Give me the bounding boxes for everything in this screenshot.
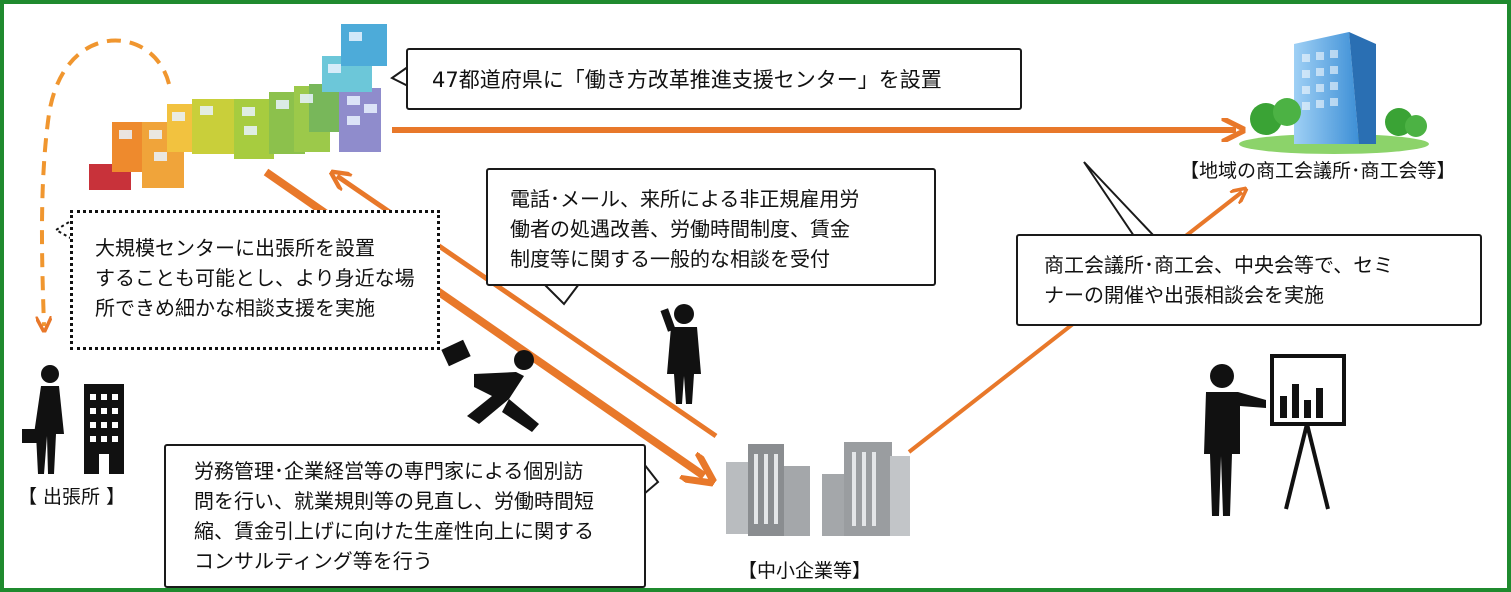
phone-consultant-graphic [660,304,701,404]
phone-note-line: 働者の処遇改善、労働時間制度、賃金 [510,217,850,241]
sme-label: 【中小企業等】 [738,560,872,582]
seminar-presenter-graphic [1204,354,1346,516]
phone-note-line: 電話･メール、来所による非正規雇用労 [510,187,860,211]
chamber-building-graphic [1239,32,1429,154]
diagram-canvas [22,24,1429,536]
branch-office-graphic [22,365,124,474]
branch-note-line: 大規模センターに出張所を設置 [95,236,375,260]
branch-note-line: することも可能とし、より身近な場 [95,266,415,290]
japan-map-graphic [89,24,387,190]
branch-office-note: 大規模センターに出張所を設置 することも可能とし、より身近な場 所できめ細かな相… [70,210,440,350]
visit-note-line: コンサルティング等を行う [194,549,433,573]
visit-consulting-callout: 労務管理･企業経営等の専門家による個別訪 問を行い、就業規則等の見直し、労働時間… [164,444,646,588]
running-consultant-graphic [441,339,539,432]
visit-note-line: 労務管理･企業経営等の専門家による個別訪 [194,459,584,483]
chamber-note-line: 商工会議所･商工会、中央会等で、セミ [1044,253,1394,277]
phone-note-line: 制度等に関する一般的な相談を受付 [510,247,830,271]
center-establishment-text: 47都道府県に「働き方改革推進支援センター」を設置 [432,68,942,92]
center-establishment-callout: 47都道府県に「働き方改革推進支援センター」を設置 [406,48,1022,110]
visit-note-line: 問を行い、就業規則等の見直し、労働時間短 [194,489,594,513]
branch-note-line: 所できめ細かな相談支援を実施 [95,296,375,320]
chamber-label: 【地域の商工会議所･商工会等】 [1180,160,1456,182]
chamber-seminar-callout: 商工会議所･商工会、中央会等で、セミ ナーの開催や出張相談会を実施 [1016,234,1482,326]
chamber-note-line: ナーの開催や出張相談会を実施 [1044,283,1324,307]
visit-note-line: 縮、賃金引上げに向けた生産性向上に関する [194,519,594,543]
sme-buildings-graphic [726,442,910,536]
phone-consultation-callout: 電話･メール、来所による非正規雇用労 働者の処遇改善、労働時間制度、賃金 制度等… [486,168,936,286]
branch-dashed-arrow [42,38,171,326]
branch-office-label: 【 出張所 】 [18,486,126,508]
